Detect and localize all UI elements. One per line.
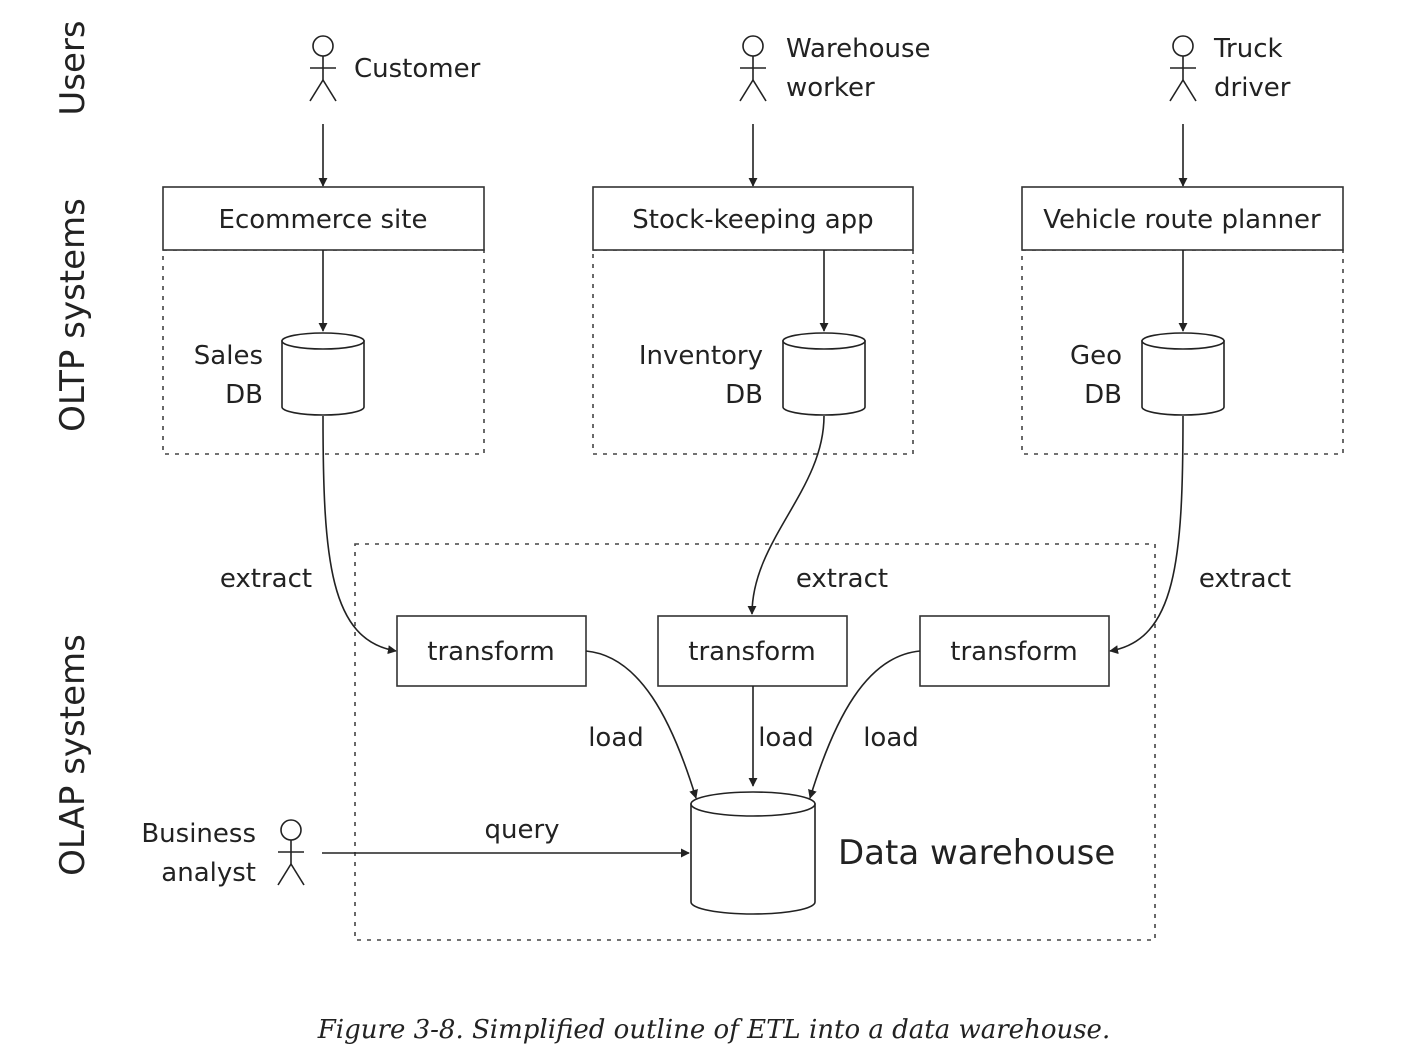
ecommerce-site-box: [162, 186, 485, 251]
olap-group: [354, 543, 1156, 941]
data-warehouse-label: Data warehouse: [838, 833, 1115, 873]
arrow-load-right: [808, 650, 921, 799]
truck-driver-label-line2: driver: [1214, 73, 1291, 103]
transform-box-right: [919, 615, 1110, 687]
arrow-extract-inventory: [747, 415, 825, 615]
load-label-middle: load: [758, 723, 814, 753]
inventory-db-icon: [782, 332, 866, 416]
truck-driver-user-icon: [1169, 35, 1197, 102]
transform-box-left: [396, 615, 587, 687]
customer-user-icon: [309, 35, 337, 102]
arrow-extract-geo: [1109, 415, 1184, 655]
arrow-extract-sales: [322, 415, 397, 655]
warehouse-worker-label-line1: Warehouse: [786, 34, 931, 64]
stock-keeping-app-box: [592, 186, 914, 251]
sales-db-label-line1: Sales: [194, 341, 263, 371]
customer-label: Customer: [354, 54, 481, 84]
stock-keeping-app-label: Stock-keeping app: [632, 205, 873, 235]
truck-driver-label-line1: Truck: [1213, 34, 1283, 64]
warehouse-worker-user-icon: [739, 35, 767, 102]
sales-db-icon: [281, 332, 365, 416]
figure-caption: Figure 3-8. Simplified outline of ETL in…: [317, 1015, 1110, 1045]
load-label-right: load: [863, 723, 919, 753]
lane-label-oltp: OLTP systems: [53, 198, 93, 432]
transform-label-right: transform: [950, 637, 1077, 667]
inventory-db-label-line2: DB: [725, 380, 763, 410]
warehouse-worker-label-line2: worker: [786, 73, 875, 103]
arrow-load-left: [585, 650, 698, 799]
geo-db-label-line2: DB: [1084, 380, 1122, 410]
lane-label-users: Users: [53, 20, 93, 115]
load-label-left: load: [588, 723, 644, 753]
geo-db-icon: [1141, 332, 1225, 416]
inventory-db-label-line1: Inventory: [639, 341, 763, 371]
query-label: query: [484, 815, 559, 845]
data-warehouse-db-icon: [690, 791, 816, 915]
vehicle-route-planner-box: [1021, 186, 1344, 251]
business-analyst-user-icon: [277, 819, 305, 886]
transform-label-left: transform: [427, 637, 554, 667]
business-analyst-label-line1: Business: [141, 819, 256, 849]
vehicle-route-planner-label: Vehicle route planner: [1043, 205, 1321, 235]
extract-label-left: extract: [220, 564, 312, 594]
ecommerce-site-label: Ecommerce site: [219, 205, 428, 235]
geo-db-label-line1: Geo: [1070, 341, 1122, 371]
transform-label-middle: transform: [688, 637, 815, 667]
lane-label-olap: OLAP systems: [53, 634, 93, 876]
extract-label-middle: extract: [796, 564, 888, 594]
business-analyst-label-line2: analyst: [161, 858, 256, 888]
extract-label-right: extract: [1199, 564, 1291, 594]
sales-db-label-line2: DB: [225, 380, 263, 410]
transform-box-middle: [657, 615, 848, 687]
